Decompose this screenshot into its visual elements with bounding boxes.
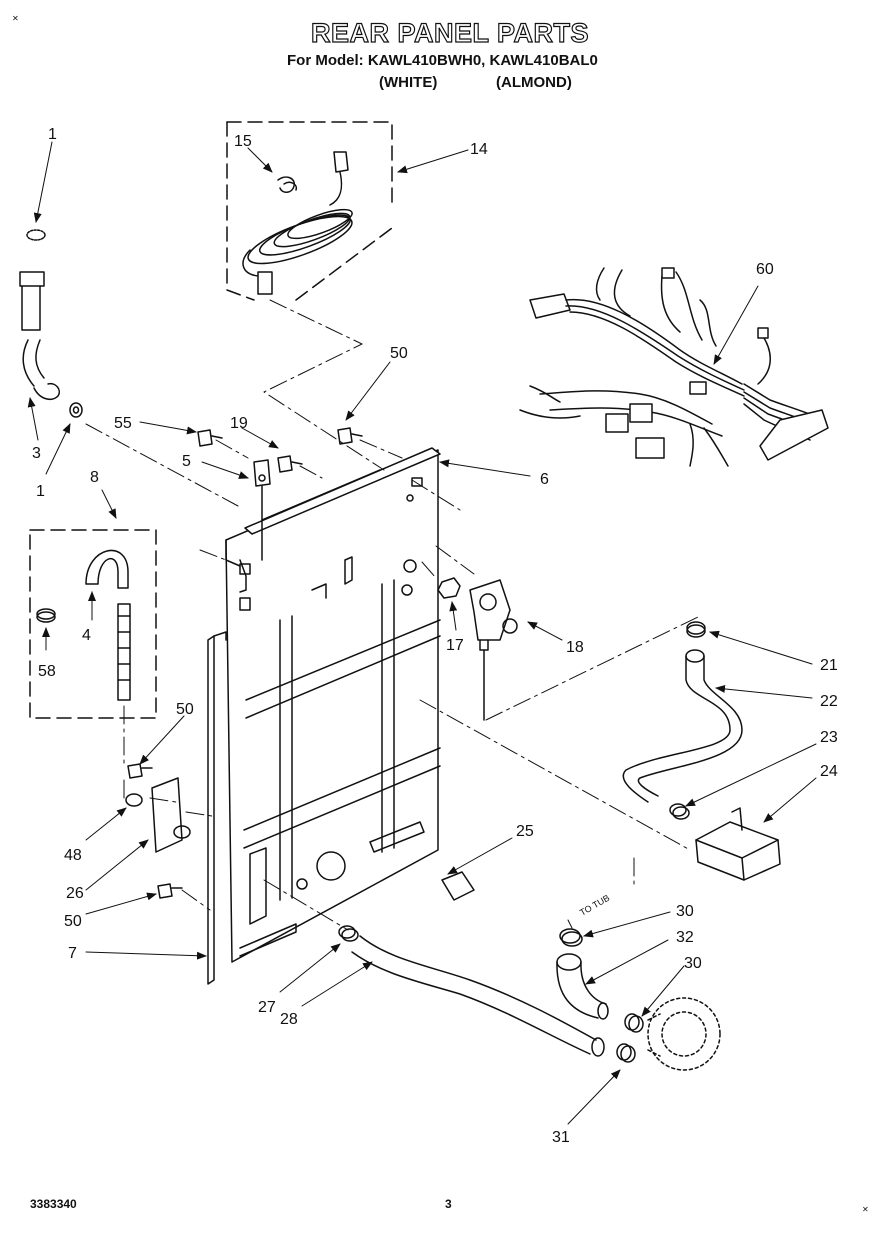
screw-50-top xyxy=(337,427,363,445)
callout-24: 24 xyxy=(820,763,838,780)
inlet-screen xyxy=(26,229,46,241)
screw-50-upper-left xyxy=(127,763,153,779)
callout-arrows xyxy=(27,141,817,1125)
callout-50a: 50 xyxy=(176,701,194,718)
callout-32: 32 xyxy=(676,929,694,946)
drain-hose-extension xyxy=(85,549,131,701)
power-cord-kit-box xyxy=(226,121,393,301)
ground-clip-5 xyxy=(253,459,271,561)
drain-hose-kit-box xyxy=(29,529,157,719)
wire-harness xyxy=(519,267,829,467)
callout-14: 14 xyxy=(470,141,488,158)
tub-hose-clamp-30-upper xyxy=(559,928,583,947)
assembly-leader-lines xyxy=(85,299,701,931)
callout-5: 5 xyxy=(182,453,191,470)
callout-7: 7 xyxy=(68,945,77,962)
callout-23: 23 xyxy=(820,729,838,746)
callout-28: 28 xyxy=(280,1011,298,1028)
callout-1a: 1 xyxy=(48,126,57,143)
callout-30b: 30 xyxy=(684,955,702,972)
callout-18: 18 xyxy=(566,639,584,656)
callout-30a: 30 xyxy=(676,903,694,920)
water-valve xyxy=(469,579,518,721)
document-number: 3383340 xyxy=(30,1197,77,1211)
callout-58: 58 xyxy=(38,663,56,680)
rear-panel xyxy=(225,447,441,963)
corner-registration-mark-top: ✕ xyxy=(12,14,19,23)
callout-60: 60 xyxy=(756,261,774,278)
drain-hose-28 xyxy=(351,935,605,1057)
callout-26: 26 xyxy=(66,885,84,902)
screw-19 xyxy=(277,455,303,473)
callout-25: 25 xyxy=(516,823,534,840)
to-tub-note: TO TUB xyxy=(578,893,611,918)
drain-hose-clamp xyxy=(36,608,56,623)
callout-17: 17 xyxy=(446,637,464,654)
callout-6: 6 xyxy=(540,471,549,488)
variant-white-label: (WHITE) xyxy=(379,74,438,91)
callout-55: 55 xyxy=(114,415,132,432)
callout-labels: 1 1 3 4 5 6 7 8 14 15 17 18 19 21 22 23 … xyxy=(32,126,838,1146)
screw-50-lower-left xyxy=(157,883,183,899)
cord-clamp xyxy=(277,176,298,193)
callout-22: 22 xyxy=(820,693,838,710)
model-subtitle: For Model: KAWL410BWH0, KAWL410BAL0 xyxy=(287,52,598,69)
valve-nut xyxy=(437,577,461,599)
callout-50c: 50 xyxy=(390,345,408,362)
screw-55 xyxy=(197,429,223,447)
tub-hose-32 xyxy=(556,953,609,1020)
inlet-washer xyxy=(69,402,83,418)
callout-21: 21 xyxy=(820,657,838,674)
inlet-hose-22 xyxy=(622,649,743,803)
callout-8: 8 xyxy=(90,469,99,486)
page-number: 3 xyxy=(445,1197,452,1211)
callout-19: 19 xyxy=(230,415,248,432)
callout-3: 3 xyxy=(32,445,41,462)
hose-clamp-23 xyxy=(669,803,690,820)
pump-hose-clamp-31 xyxy=(616,1043,636,1063)
callout-1b: 1 xyxy=(36,483,45,500)
callout-31: 31 xyxy=(552,1129,570,1146)
callout-4: 4 xyxy=(82,627,91,644)
callout-15: 15 xyxy=(234,133,252,150)
drain-hose-clamp-27 xyxy=(338,925,359,942)
side-rail xyxy=(207,631,227,985)
callout-50b: 50 xyxy=(64,913,82,930)
variant-almond-label: (ALMOND) xyxy=(496,74,572,91)
power-cord xyxy=(242,151,353,295)
panel-plug xyxy=(441,871,475,901)
siphon-break-bracket xyxy=(695,807,781,881)
callout-48: 48 xyxy=(64,847,82,864)
hose-bracket xyxy=(125,777,191,853)
fill-hose-inlet xyxy=(19,271,60,401)
corner-registration-mark-bottom: ✕ xyxy=(862,1205,869,1214)
callout-27: 27 xyxy=(258,999,276,1016)
pump-hose-clamp-30-lower xyxy=(624,1013,644,1033)
hose-clamp-21 xyxy=(686,621,706,638)
page-title: REAR PANEL PARTS xyxy=(310,17,590,48)
drain-pump xyxy=(647,997,721,1071)
